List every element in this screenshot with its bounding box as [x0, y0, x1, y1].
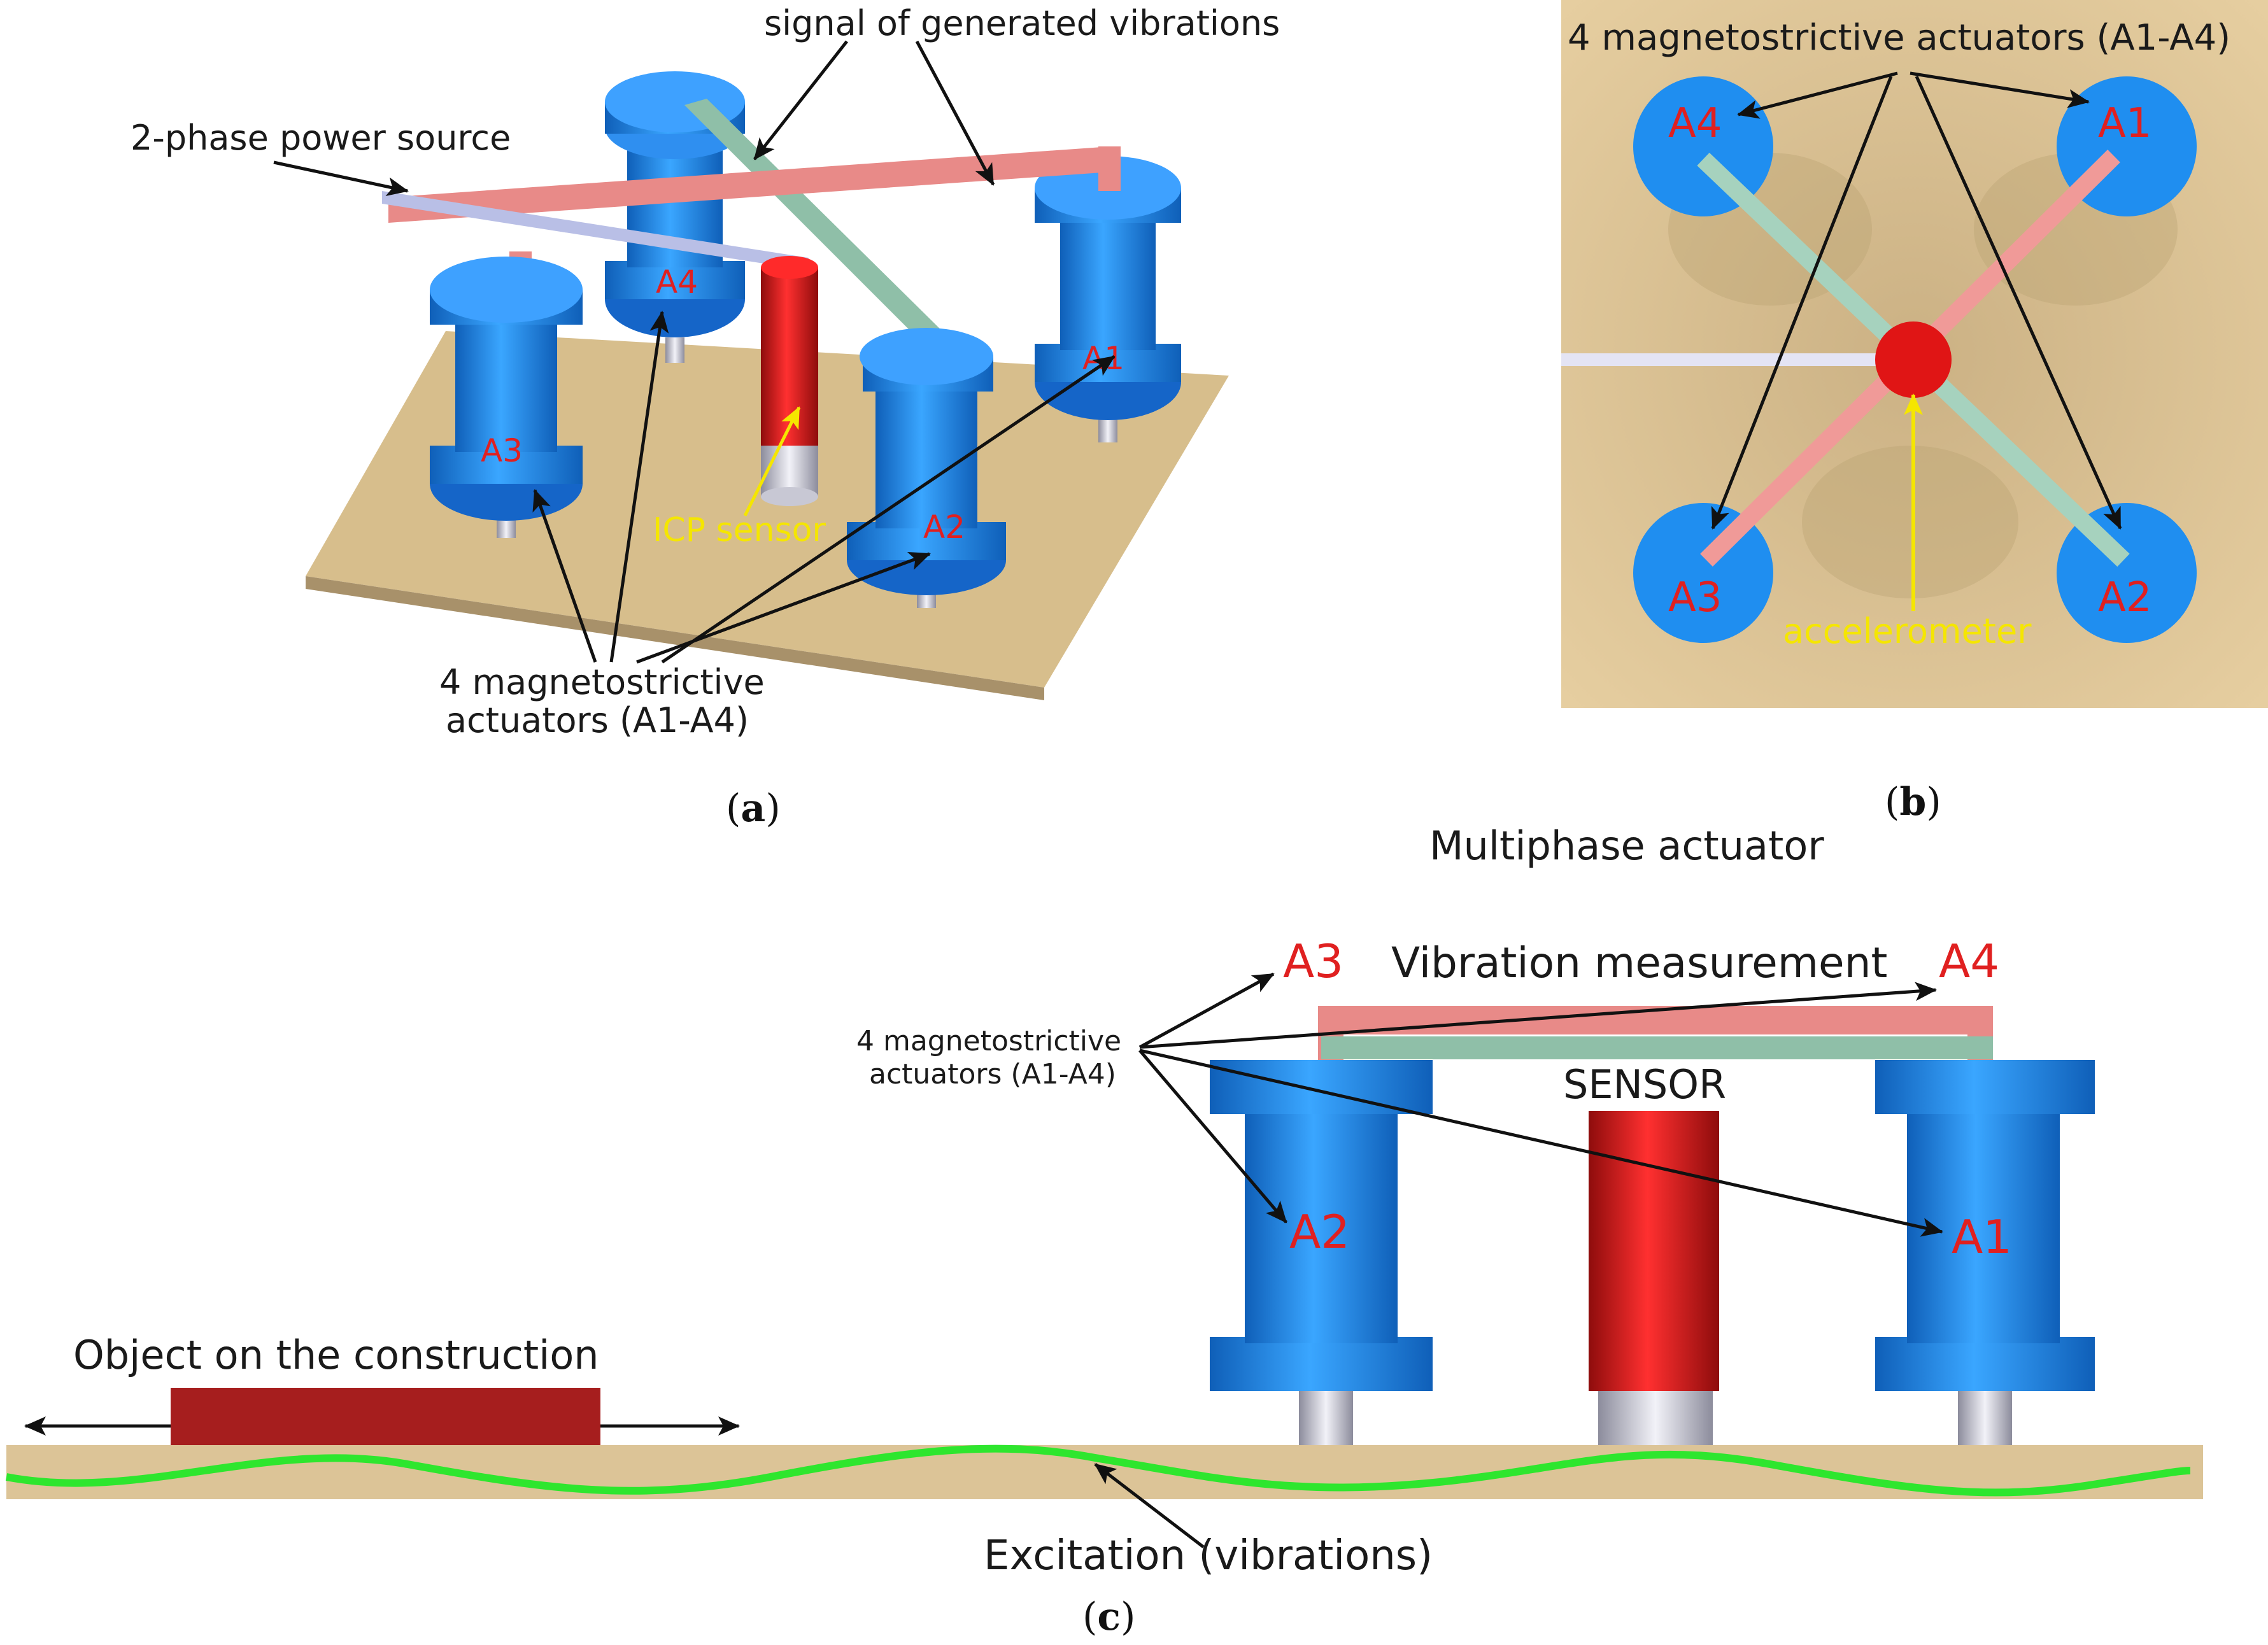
- actuators-label-line1: 4 magnetostrictive: [439, 662, 765, 702]
- panel-c: Multiphase actuator Object on the constr…: [5, 822, 2203, 1639]
- actuators-label-b: 4 magnetostrictive actuators (A1-A4): [1568, 17, 2230, 59]
- label-a2-c: A2: [1289, 1205, 1350, 1259]
- signal-label: signal of generated vibrations: [764, 3, 1280, 43]
- power-label: 2-phase power source: [131, 118, 511, 158]
- label-a2-b: A2: [2098, 574, 2152, 621]
- sensor-label: SENSOR: [1563, 1061, 1726, 1108]
- icp-arrow: [743, 406, 801, 517]
- actuator-a4: [605, 71, 745, 363]
- label-a3-c: A3: [1283, 935, 1343, 988]
- object-block: [171, 1388, 600, 1445]
- actuator-a3: [430, 257, 583, 538]
- multiphase-title: Multiphase actuator: [1429, 822, 1824, 869]
- excitation-label: Excitation (vibrations): [984, 1532, 1433, 1579]
- accelerometer-label: accelerometer: [1783, 611, 2032, 651]
- actuator-a2-side: [1210, 1060, 1433, 1445]
- caption-c: (c): [1082, 1595, 1135, 1639]
- actuators-label-c-line2: actuators (A1-A4): [869, 1058, 1116, 1091]
- label-a4-c: A4: [1939, 935, 1999, 988]
- label-a4: A4: [656, 264, 698, 300]
- vibration-label: Vibration measurement: [1391, 938, 1887, 987]
- object-label: Object on the construction: [73, 1332, 599, 1378]
- actuators-label-c-line1: 4 magnetostrictive: [856, 1025, 1121, 1057]
- icp-sensor-label: ICP sensor: [653, 511, 826, 549]
- label-a1-c: A1: [1952, 1210, 2012, 1264]
- signal-bars-side: [1318, 1006, 1993, 1060]
- label-a1-b: A1: [2098, 100, 2152, 147]
- actuators-label-line2: actuators (A1-A4): [446, 700, 749, 740]
- excitation-wave: [5, 1444, 2191, 1497]
- actuator-a1: [1035, 156, 1181, 442]
- base-plate-edge: [306, 576, 1044, 700]
- label-a3-b: A3: [1668, 574, 1722, 621]
- signal-bars: [382, 99, 1121, 347]
- label-a1: A1: [1082, 340, 1124, 377]
- caption-b: (b): [1885, 780, 1941, 824]
- label-a4-b: A4: [1668, 100, 1722, 147]
- label-a2: A2: [923, 509, 965, 546]
- panel-b: A4 A1 A3 A2 4 magnetostrictive actuators…: [1561, 0, 2268, 824]
- accelerometer-dot: [1875, 321, 1952, 398]
- label-a3: A3: [481, 432, 523, 469]
- sensor-side: [1589, 1111, 1719, 1445]
- panel-b-arrows: [1711, 71, 2122, 530]
- panel-a-arrows: [273, 40, 1116, 664]
- caption-a: (a): [726, 786, 781, 831]
- panel-c-arrows: [1094, 972, 1943, 1548]
- panel-a: A4 A1 A3 A2 signal of generated vibratio…: [131, 3, 1280, 831]
